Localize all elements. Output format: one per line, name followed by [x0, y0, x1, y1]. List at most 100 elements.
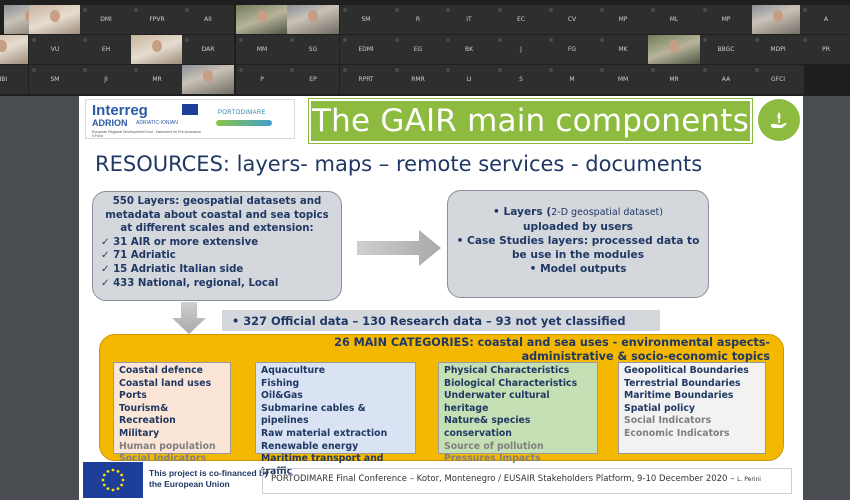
participant-tile[interactable]: PR — [800, 35, 850, 64]
participant-tile[interactable]: MK — [597, 35, 649, 64]
logo-fine-print: European Regional Development Fund - Ins… — [92, 130, 201, 138]
list-item: Renewable energy — [261, 440, 359, 452]
list-item: ✓ 15 Adriatic Italian side — [101, 263, 244, 275]
mic-status-icon — [239, 68, 243, 72]
participant-tile[interactable]: RPRT — [340, 65, 392, 94]
participant-tile[interactable]: EH — [80, 35, 132, 64]
participant-tile[interactable]: EP — [287, 65, 339, 94]
participant-tile[interactable]: MP — [700, 5, 752, 34]
participant-initials: CV — [567, 16, 577, 23]
participant-tile[interactable]: LI — [443, 65, 495, 94]
participant-tile[interactable]: EC — [495, 5, 547, 34]
presentation-slide: Interreg ADRION ADRIATIC-IONIAN European… — [79, 96, 803, 500]
participant-video-tile[interactable] — [29, 5, 81, 34]
participant-tile[interactable]: DAR — [182, 35, 234, 64]
list-item: ✓ 433 National, regional, Local — [101, 277, 279, 289]
interreg-adrion-logo: Interreg ADRION ADRIATIC-IONIAN European… — [85, 99, 295, 139]
participant-tile[interactable]: FPVR — [131, 5, 183, 34]
mic-status-icon — [498, 68, 502, 72]
mic-status-icon — [32, 38, 36, 42]
layers-intro: 550 Layers: geospatial datasets and meta… — [105, 196, 329, 235]
mic-status-icon — [755, 68, 759, 72]
mic-status-icon — [600, 38, 604, 42]
participant-tile[interactable]: MM — [236, 35, 288, 64]
list-item: Economic Indicators — [624, 427, 730, 439]
participant-video-tile[interactable] — [131, 35, 183, 64]
list-item: Social Indicators — [624, 415, 712, 427]
participant-face — [202, 70, 213, 83]
participant-initials: MM — [256, 46, 268, 53]
participant-tile[interactable]: MR — [131, 65, 183, 94]
mic-status-icon — [343, 8, 347, 12]
participant-tile[interactable]: A — [800, 5, 850, 34]
mic-status-icon — [134, 8, 138, 12]
participant-tile[interactable]: R — [392, 5, 444, 34]
participant-tile[interactable]: J — [495, 35, 547, 64]
categories-heading: 26 MAIN CATEGORIES: coastal and sea uses… — [334, 336, 770, 363]
participant-tile[interactable]: BK — [443, 35, 495, 64]
participant-tile[interactable]: AA — [700, 65, 752, 94]
participant-initials: EG — [413, 46, 423, 53]
participant-initials: NBI — [0, 76, 8, 83]
participant-initials: AII — [204, 16, 212, 23]
participant-tile[interactable]: M — [546, 65, 598, 94]
mic-status-icon — [83, 38, 87, 42]
participant-tile[interactable]: FG — [546, 35, 598, 64]
participant-video-tile[interactable] — [0, 35, 28, 64]
participant-initials: MR — [669, 76, 679, 83]
list-item: Social Indicators — [119, 453, 207, 465]
mic-status-icon — [803, 8, 807, 12]
participant-tile[interactable]: JI — [80, 65, 132, 94]
participant-tile[interactable]: MR — [648, 65, 700, 94]
participant-tile[interactable]: S — [495, 65, 547, 94]
participant-tile[interactable]: IT — [443, 5, 495, 34]
participant-video-tile[interactable] — [236, 5, 288, 34]
list-item: Spatial policy — [624, 402, 695, 414]
participant-tile[interactable]: MDPI — [752, 35, 804, 64]
participant-tile[interactable]: GFCI — [752, 65, 804, 94]
participant-tile[interactable]: NBI — [0, 65, 28, 94]
participant-tile[interactable]: MP — [597, 5, 649, 34]
mic-status-icon — [446, 8, 450, 12]
category-box-sea-uses: Aquaculture Fishing Oil&Gas Submarine ca… — [255, 362, 416, 477]
participant-tile[interactable]: SG — [287, 35, 339, 64]
adrion-subtitle: ADRIATIC-IONIAN — [136, 120, 178, 126]
participant-tile[interactable]: VU — [29, 35, 81, 64]
participant-initials: EC — [517, 16, 525, 23]
participant-video-tile[interactable] — [752, 5, 804, 34]
participant-face — [49, 10, 60, 23]
participant-face — [256, 10, 267, 23]
participant-tile[interactable]: SM — [29, 65, 81, 94]
participant-tile[interactable]: ML — [648, 5, 700, 34]
mic-status-icon — [549, 38, 553, 42]
participant-tile[interactable]: RMR — [392, 65, 444, 94]
mic-status-icon — [134, 68, 138, 72]
participant-tile[interactable]: MM — [597, 65, 649, 94]
participant-video-tile[interactable] — [287, 5, 339, 34]
participant-tile[interactable]: EDMI — [340, 35, 392, 64]
eu-flag-logo — [83, 462, 143, 498]
mic-status-icon — [83, 68, 87, 72]
participant-tile[interactable]: SM — [340, 5, 392, 34]
participant-initials: S — [519, 76, 523, 83]
participant-tile[interactable]: EG — [392, 35, 444, 64]
data-classification-bar: • 327 Official data – 130 Research data … — [222, 310, 660, 331]
mic-status-icon — [83, 8, 87, 12]
participant-tile[interactable]: BBGC — [700, 35, 752, 64]
mic-status-icon — [803, 38, 807, 42]
participant-tile[interactable]: CV — [546, 5, 598, 34]
participant-tile[interactable]: P — [236, 65, 288, 94]
list-item: Fishing — [261, 377, 300, 389]
participant-tile[interactable]: AII — [182, 5, 234, 34]
mic-status-icon — [290, 38, 294, 42]
list-item: Military — [119, 427, 160, 439]
participant-video-tile[interactable] — [182, 65, 234, 94]
category-box-coastal: Coastal defence Coastal land uses Ports … — [113, 362, 231, 464]
participant-tile[interactable]: DMI — [80, 5, 132, 34]
mic-status-icon — [343, 38, 347, 42]
participant-initials: VU — [50, 46, 60, 53]
mic-status-icon — [395, 8, 399, 12]
list-item: ✓ 31 AIR or more extensive — [101, 236, 259, 248]
participant-video-tile[interactable] — [648, 35, 700, 64]
